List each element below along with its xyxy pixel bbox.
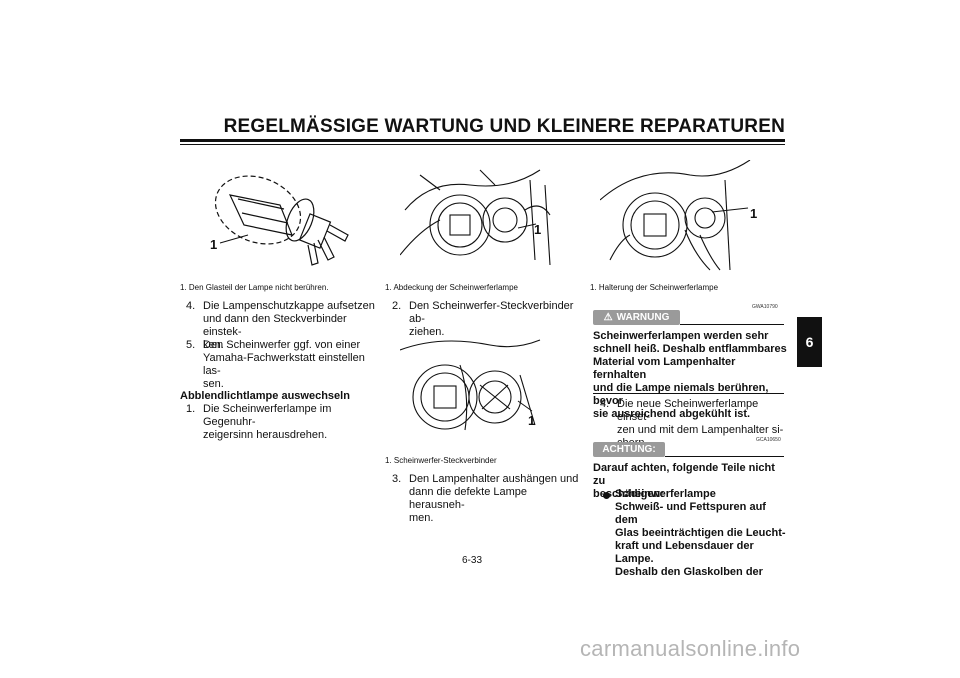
section-tab: 6 (797, 317, 822, 367)
warning-code: GWA10790 (752, 304, 778, 310)
page-number: 6-33 (462, 555, 483, 566)
caution-bullet: Scheinwerferlampe Schweiß- und Fettspure… (615, 488, 786, 578)
figure-caption: 1. Scheinwerfer-Steckverbinder (385, 456, 497, 465)
figure-lamp-holder: 1 (600, 160, 770, 272)
watermark: carmanualsonline.info (580, 636, 801, 661)
warning-end-rule (593, 393, 784, 394)
page-title: REGELMÄSSIGE WARTUNG UND KLEINERE REPARA… (223, 116, 785, 137)
figure-caption: 1. Den Glasteil der Lampe nicht berühren… (180, 283, 329, 292)
figure-bulb: 1 (200, 165, 365, 270)
callout-number: 1 (750, 206, 757, 221)
caution-code: GCA10650 (756, 437, 781, 443)
callout-number: 1 (210, 237, 217, 252)
warning-icon: ⚠ (603, 312, 613, 323)
figure-caption: 1. Halterung der Scheinwerferlampe (590, 283, 719, 292)
section-heading: Abblendlichtlampe auswechseln (180, 390, 350, 402)
title-rule-thin (180, 144, 785, 145)
warning-badge: ⚠ WARNUNG (593, 310, 680, 325)
figure-caption: 1. Abdeckung der Scheinwerferlampe (385, 283, 518, 292)
title-rule (180, 139, 785, 142)
callout-number: 1 (534, 222, 541, 237)
figure-headlight-cover: 1 (400, 160, 570, 272)
callout-number: 1 (528, 413, 535, 428)
figure-connector: 1 (400, 335, 550, 445)
warning-text: Scheinwerferlampen werden sehr schnell h… (593, 330, 787, 420)
caution-intro: Darauf achten, folgende Teile nicht zu b… (593, 462, 775, 500)
bullet-icon (603, 492, 610, 499)
warning-rule (680, 324, 784, 325)
caution-rule (665, 456, 784, 457)
caution-badge: ACHTUNG: (593, 442, 665, 457)
